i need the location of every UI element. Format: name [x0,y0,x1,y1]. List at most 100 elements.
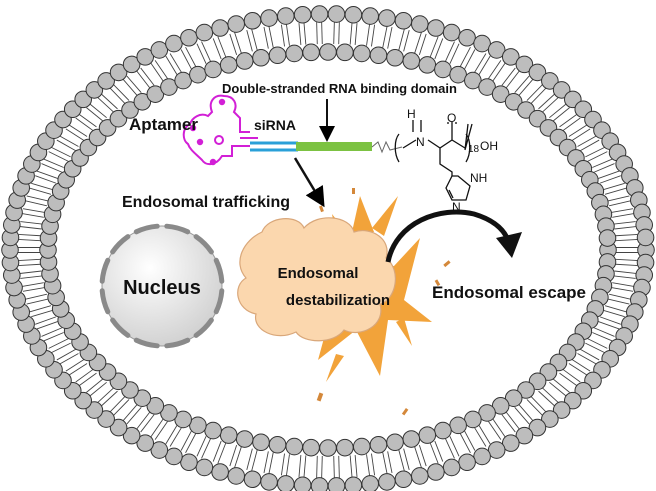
lipid-tail [464,430,476,451]
lipid-tail [615,234,638,237]
lipid-tail [418,33,427,55]
nuclear-envelope-segment [110,317,131,338]
lipid-tail [414,446,422,468]
lipid-tail [492,418,506,438]
trafficking-label: Endosomal trafficking [122,194,290,211]
lipid-tail [444,438,455,459]
lipid-tail [136,411,151,430]
nuclear-envelope-segment [193,317,214,338]
lipid-head [211,463,229,481]
lipid-tail [418,445,427,467]
lipid-tail [31,182,53,190]
lipid-tail [594,163,615,173]
lipid-head [541,72,559,90]
nuclear-envelope-segment [133,337,160,349]
lipid-tail [78,113,97,128]
lipid-tail [492,62,506,82]
lipid-tail [298,454,302,477]
lipid-tail [89,381,107,397]
lipid-head [121,101,139,119]
lipid-tail [474,53,487,73]
lipid-head [504,92,523,111]
chemical-labels: H N O 18 OH NH N [407,107,498,214]
lipid-head [361,475,380,491]
trafficking-arrow [293,157,325,208]
chem-h: H [407,107,416,121]
lipid-tail [285,23,290,46]
lipid-tail [613,221,636,225]
lipid-tail [333,22,335,45]
lipid-tail [169,53,182,73]
lipid-head [165,447,183,466]
lipid-tail [263,451,269,474]
lipid-tail [514,407,530,425]
lipid-tail [518,403,534,421]
lipid-tail [552,378,570,393]
lipid-tail [541,387,559,403]
lipid-tail [41,163,62,173]
lipid-tail [434,440,444,462]
lipid-tail [65,128,85,142]
lipid-tail [594,327,615,337]
lipid-tail [20,275,43,279]
lipid-tail [398,28,405,51]
lipid-tail [611,208,634,213]
lipid-tail [229,445,238,467]
lipid-tail [403,448,410,470]
polymer-brackets [394,133,471,163]
lipid-head [394,11,413,30]
lipid-tail [585,146,606,158]
lipid-tail [201,438,212,459]
lipid-head [319,43,337,61]
lipid-tail [449,43,460,64]
lipid-tail [526,399,543,416]
lipid-head [501,434,520,452]
lipid-tail [321,22,323,45]
lipid-tail [387,26,393,49]
lipid-head [285,44,304,63]
nuclear-envelope-segment [164,223,191,235]
chem-o: O [447,111,456,125]
lipid-head [464,410,482,429]
lipid-head [434,60,452,79]
lipid-head [491,85,510,103]
lipid-tail [559,372,578,387]
chemical-structure [402,120,473,201]
lipid-tail [234,32,242,54]
lipid-head [276,475,295,491]
lipid-tail [382,452,388,475]
aptamer-label: Aptamer [129,115,198,134]
lipid-tail [541,97,559,113]
lipid-tail [140,67,155,86]
lipid-tail [18,234,41,237]
lipid-head [473,447,491,466]
nuclear-envelope-segment [99,257,111,284]
lipid-head [369,435,388,454]
lipid-tail [303,22,307,45]
lipid-tail [303,455,307,478]
lipid-head [327,5,346,23]
lipid-head [243,11,262,30]
lipid-head [636,228,655,247]
lipid-tail [217,442,227,464]
lipid-head [344,5,363,24]
lipid-head [204,60,222,79]
lipid-tail [165,424,178,445]
lipid-tail [251,28,258,51]
lipid-tail [136,70,151,89]
lipid-head [302,43,320,62]
lipid-tail [109,87,126,105]
lipid-tail [43,158,64,168]
lipid-tail [414,32,422,54]
lipid-tail [585,342,606,354]
lipid-tail [59,135,79,147]
lipid-head [487,441,506,459]
lipid-head [276,7,295,25]
lipid-tail [89,103,107,119]
lipid-tail [338,455,340,478]
lipid-tail [56,139,77,152]
lipid-tail [530,395,547,413]
lipid-tail [26,298,49,305]
lipid-head [189,65,207,84]
lipid-tail [478,424,491,445]
